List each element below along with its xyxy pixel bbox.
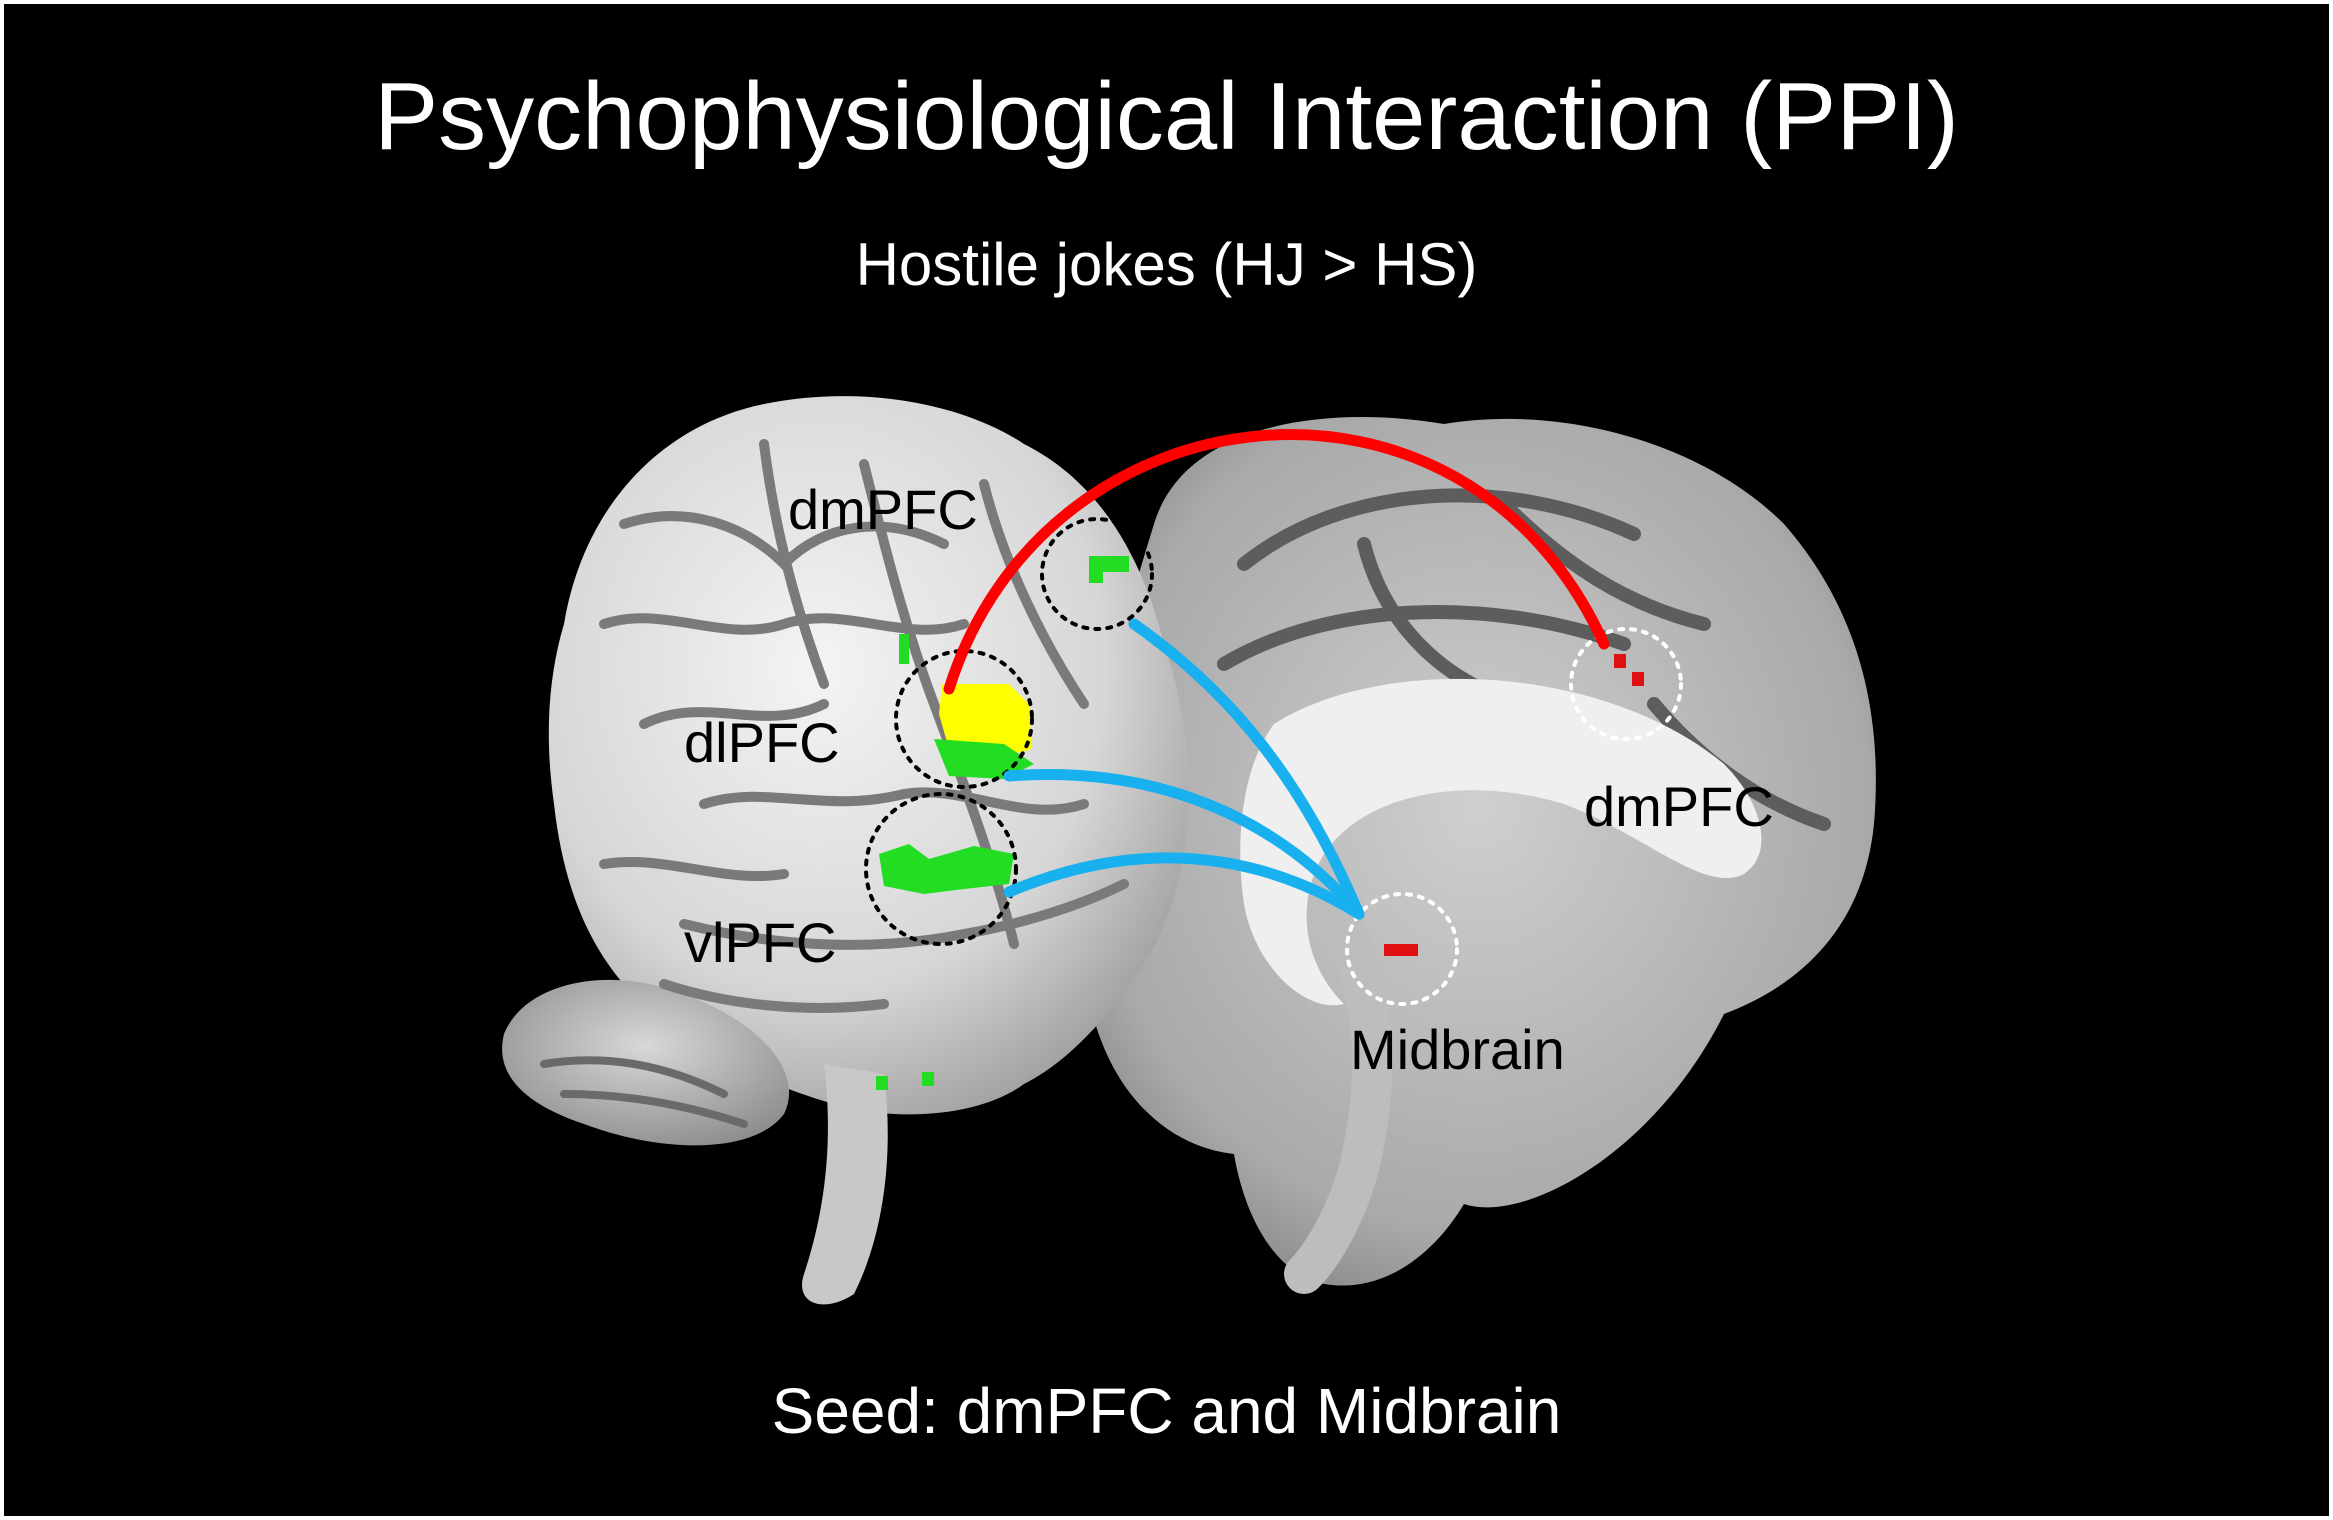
activation-midbrain (1384, 944, 1418, 956)
medial-hemisphere (1082, 417, 1876, 1294)
lateral-gyri (599, 439, 1129, 1013)
label-medial-dmpfc: dmPFC (1584, 775, 1774, 838)
activation-lateral-dmpfc (1089, 556, 1129, 572)
circle-midbrain (1345, 892, 1459, 1006)
region-markers (864, 517, 1683, 1006)
lateral-cortex-surface (548, 396, 1189, 1115)
activation-clusters (876, 556, 1644, 1090)
activation-dlpfc-green (934, 739, 1034, 779)
lateral-hemisphere (502, 396, 1189, 1305)
arc-lateral-dmpfc-to-midbrain (1128, 618, 1365, 920)
activation-temporal-left (876, 1076, 888, 1090)
seed-caption: Seed: dmPFC and Midbrain (771, 1375, 1562, 1447)
activation-medial-dmpfc (1614, 654, 1626, 668)
activation-temporal-right (922, 1072, 934, 1086)
circle-vlpfc (864, 792, 1018, 946)
arc-vlpfc-to-midbrain (1003, 852, 1365, 920)
label-dlpfc: dlPFC (684, 711, 840, 774)
arc-dlpfc-to-midbrain (1003, 768, 1365, 920)
circle-dlpfc (894, 649, 1034, 789)
label-midbrain: Midbrain (1350, 1018, 1565, 1081)
activation-vlpfc (879, 844, 1014, 894)
lateral-brainstem (802, 1064, 888, 1305)
activation-dlpfc-fragment (899, 634, 909, 664)
activation-dlpfc-yellow (939, 684, 1032, 759)
medial-sulci (1217, 488, 1831, 831)
label-vlpfc: vlPFC (684, 911, 836, 974)
connectivity-arcs (943, 429, 1610, 920)
circle-medial-dmpfc (1569, 627, 1683, 741)
circle-lateral-dmpfc (1040, 517, 1154, 631)
corpus-callosum (1240, 678, 1762, 1006)
brain-scene: dmPFC dlPFC vlPFC dmPFC Midbrain (502, 396, 1876, 1305)
brainstem (1284, 884, 1392, 1294)
figure-title: Psychophysiological Interaction (PPI) (374, 63, 1959, 170)
activation-lateral-dmpfc-fragment (1089, 569, 1103, 583)
cerebellum-folia (540, 1056, 748, 1128)
arc-dlpfc-to-medial-dmpfc (943, 429, 1610, 695)
label-lateral-dmpfc: dmPFC (788, 478, 978, 541)
figure-panel: dmPFC dlPFC vlPFC dmPFC Midbrain Psychop… (4, 4, 2329, 1516)
activation-medial-dmpfc-fragment (1632, 672, 1644, 686)
figure-subtitle: Hostile jokes (HJ > HS) (855, 231, 1478, 298)
